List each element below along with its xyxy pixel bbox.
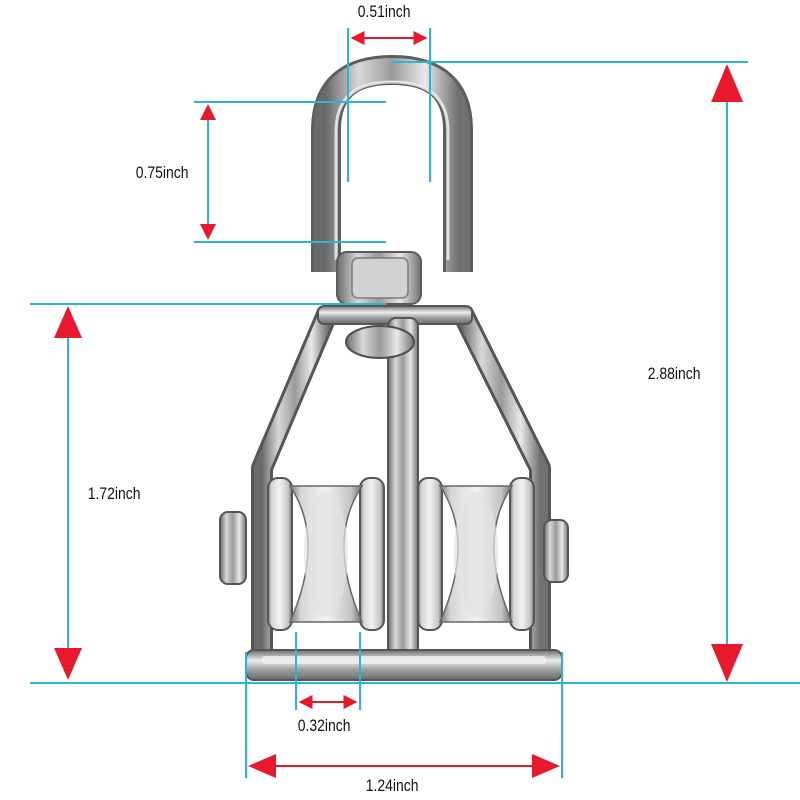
dimension-lines xyxy=(30,28,800,778)
body-height-label: 1.72inch xyxy=(87,484,141,503)
sheave-width-label: 0.32inch xyxy=(297,716,351,735)
overall-height-label: 2.88inch xyxy=(647,364,701,383)
dimension-arrows xyxy=(67,31,728,773)
large-arrowheads xyxy=(54,64,743,778)
right-sheave xyxy=(417,477,535,631)
eye-height-label: 0.75inch xyxy=(135,163,189,182)
eye-width-label: 0.51inch xyxy=(357,2,411,21)
pulley-frame xyxy=(219,305,569,681)
swivel-eye xyxy=(311,54,473,305)
left-sheave xyxy=(267,477,385,631)
overall-width-label: 1.24inch xyxy=(365,776,419,795)
